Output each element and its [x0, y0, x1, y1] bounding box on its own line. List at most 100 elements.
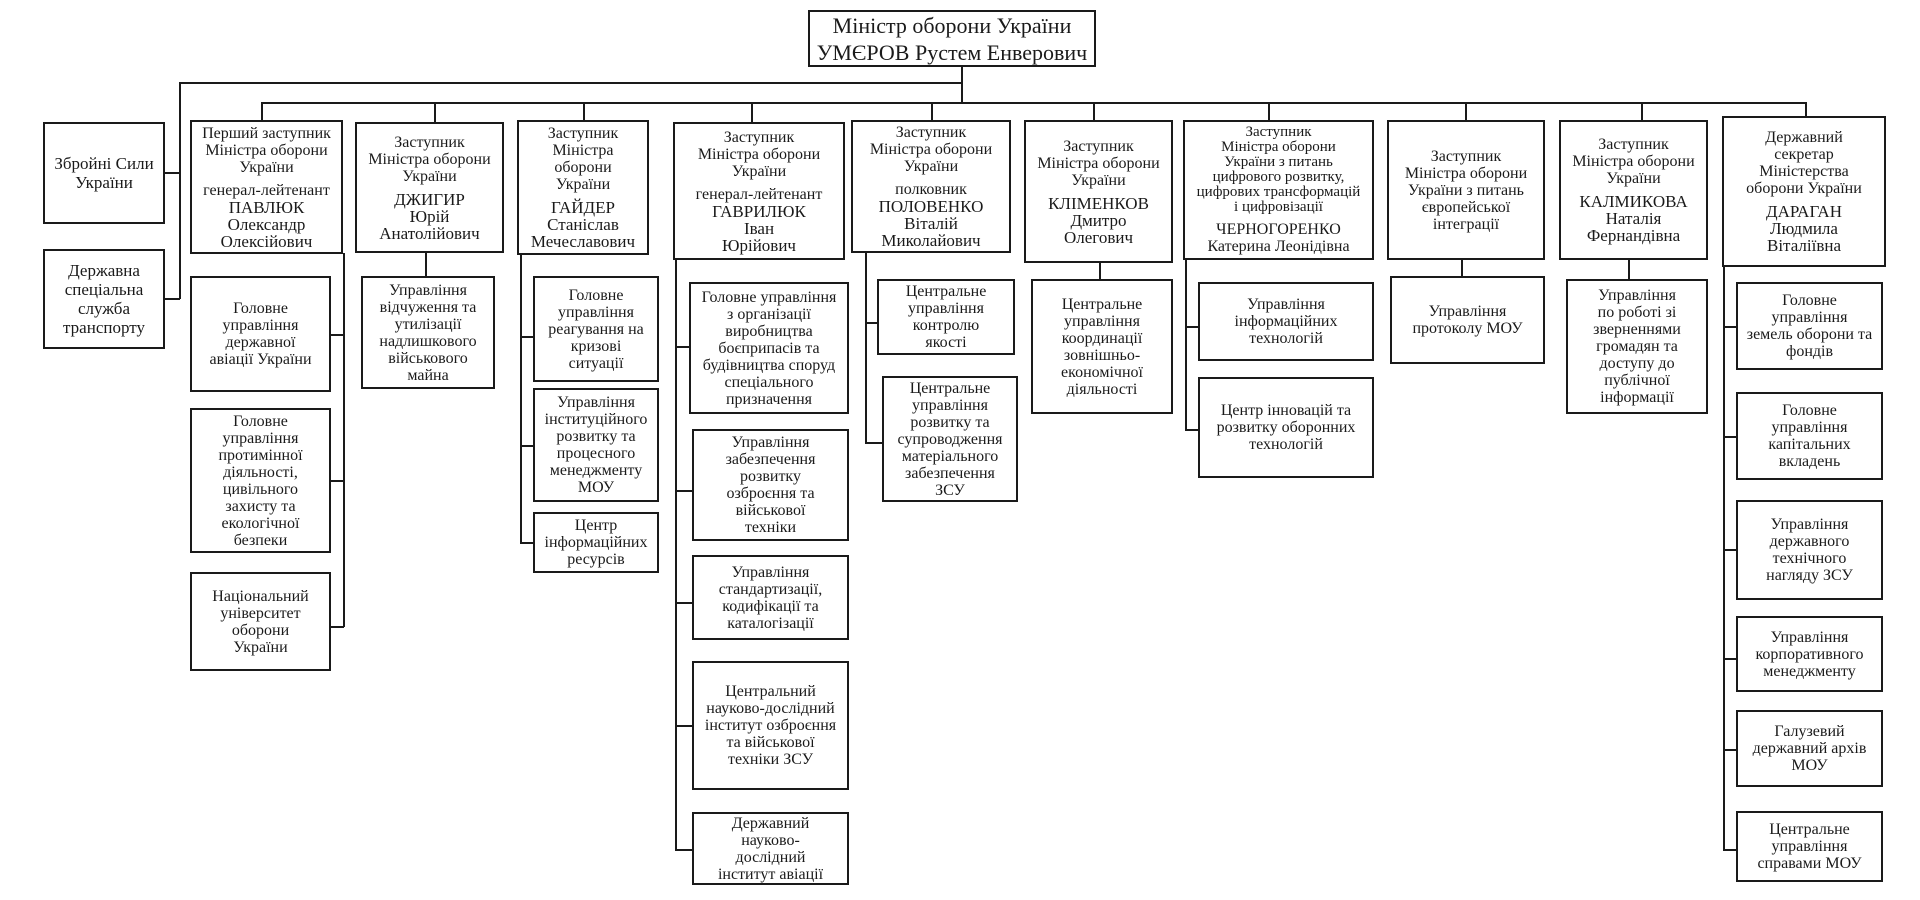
- deputy-box-pavliuk: Перший заступник Міністра оборони Україн…: [190, 120, 343, 254]
- unit-box: Головне управління реагування на кризові…: [533, 276, 659, 382]
- unit-label: Управління державного технічного нагляду…: [1766, 516, 1853, 584]
- deputy-rank: генерал-лейтенант: [203, 181, 330, 199]
- connector-drop: [434, 102, 436, 122]
- unit-box: Головне управління з організації виробни…: [689, 282, 849, 414]
- unit-label: Національний університет оборони України: [212, 587, 309, 656]
- deputy-box-polovenko: Заступник Міністра оборони України полко…: [851, 120, 1011, 253]
- unit-label: Центральне управління контролю якості: [905, 283, 987, 351]
- deputy-role: Заступник Міністра оборони України з пит…: [1404, 147, 1528, 233]
- unit-label: Головне управління земель оборони та фон…: [1746, 292, 1873, 360]
- unit-label: Головне управління з організації виробни…: [701, 288, 837, 408]
- unit-label: Управління відчуження та утилізації надл…: [379, 281, 477, 384]
- connector-drop: [261, 102, 263, 120]
- connector-branch: [675, 849, 692, 851]
- connector-bus-deputies: [261, 102, 1806, 104]
- connector-drop: [751, 102, 753, 122]
- connector-branch: [331, 626, 344, 628]
- deputy-box-dzhyhyr: Заступник Міністра оборони України ДЖИГИ…: [355, 122, 504, 253]
- deputy-rank: генерал-лейтенант: [695, 185, 823, 203]
- connector-branch: [331, 480, 344, 482]
- unit-box: Центр інформаційних ресурсів: [533, 512, 659, 573]
- unit-box: Управління відчуження та утилізації надл…: [361, 276, 495, 389]
- connector-drop: [1641, 102, 1643, 120]
- deputy-role: Заступник Міністра оборони України: [869, 124, 993, 175]
- connector-branch: [865, 322, 877, 324]
- connector-spine: [1723, 267, 1725, 850]
- unit-box: Головне управління земель оборони та фон…: [1736, 282, 1883, 370]
- connector-left-column: [179, 82, 181, 299]
- unit-box: Центр інновацій та розвитку оборонних те…: [1198, 377, 1374, 478]
- unit-box: Державний науково- дослідний інститут ав…: [692, 812, 849, 885]
- connector-spine: [520, 255, 522, 543]
- connector-spine: [343, 253, 345, 627]
- connector-branch: [1723, 749, 1736, 751]
- connector-branch: [1723, 326, 1736, 328]
- deputy-role: Перший заступник Міністра оборони Україн…: [202, 124, 331, 176]
- deputy-role: Заступник Міністра оборони України з пит…: [1196, 124, 1361, 215]
- connector-drop: [1093, 102, 1095, 120]
- unit-label: Центр інформаційних ресурсів: [544, 517, 648, 568]
- deputy-box-klimenkov: Заступник Міністра оборони України КЛІМЕ…: [1024, 120, 1173, 263]
- unit-label: Центральне управління розвитку та супров…: [897, 379, 1003, 499]
- unit-box: Головне управління протимінної діяльност…: [190, 408, 331, 553]
- unit-box: Центральний науково-дослідний інститут о…: [692, 661, 849, 790]
- connector-branch: [1723, 436, 1736, 438]
- unit-label: Збройні Сили України: [54, 154, 154, 192]
- armed-forces-box: Збройні Сили України: [43, 122, 165, 224]
- minister-name: УМЄРОВ Рустем Енверович: [816, 39, 1088, 65]
- connector-minister-down: [961, 66, 963, 104]
- deputy-name: ПАВЛЮК Олександр Олексійович: [220, 197, 313, 251]
- connector-branch: [1723, 549, 1736, 551]
- connector-spine: [1099, 263, 1101, 279]
- deputy-role: Державний секретар Міністерства оборони …: [1746, 129, 1862, 197]
- connector-spine: [675, 260, 677, 850]
- unit-label: Центральне управління справами МОУ: [1757, 821, 1862, 872]
- unit-box: Управління протоколу МОУ: [1390, 276, 1545, 364]
- unit-label: Головне управління капітальних вкладень: [1768, 402, 1851, 470]
- unit-box: Управління забезпечення розвитку озброєн…: [692, 429, 849, 541]
- unit-label: Управління по роботі зі зверненнями гром…: [1593, 287, 1681, 406]
- connector-branch: [675, 602, 692, 604]
- unit-box: Головне управління капітальних вкладень: [1736, 392, 1883, 480]
- deputy-name: КАЛМИКОВА Наталія Фернандівна: [1579, 192, 1688, 245]
- unit-box: Управління стандартизації, кодифікації т…: [692, 555, 849, 640]
- connector-branch: [520, 336, 533, 338]
- unit-box: Галузевий державний архів МОУ: [1736, 710, 1883, 787]
- unit-label: Управління забезпечення розвитку озброєн…: [725, 434, 816, 536]
- minister-box: Міністр оборони України УМЄРОВ Рустем Ен…: [808, 10, 1096, 67]
- connector-drop: [583, 102, 585, 120]
- unit-box: Управління інституційного розвитку та пр…: [533, 388, 659, 502]
- connector-branch: [1185, 429, 1198, 431]
- unit-box: Управління по роботі зі зверненнями гром…: [1566, 279, 1708, 414]
- connector-branch: [865, 442, 882, 444]
- unit-label: Державний науково- дослідний інститут ав…: [717, 814, 824, 883]
- deputy-role: Заступник Міністра оборони України: [697, 128, 821, 180]
- connector-branch: [331, 334, 344, 336]
- connector-branch: [675, 490, 692, 492]
- unit-box: Центральне управління контролю якості: [877, 279, 1015, 355]
- unit-label: Центральний науково-дослідний інститут о…: [704, 683, 837, 768]
- connector-branch: [675, 725, 692, 727]
- connector-bus-top: [179, 82, 963, 84]
- connector-spine: [1628, 260, 1630, 279]
- deputy-rank: полковник: [895, 181, 967, 198]
- unit-label: Головне управління реагування на кризові…: [548, 286, 644, 372]
- deputy-box-kalmykova: Заступник Міністра оборони України КАЛМИ…: [1559, 120, 1708, 260]
- unit-box: Центральне управління справами МОУ: [1736, 811, 1883, 882]
- unit-box: Національний університет оборони України: [190, 572, 331, 671]
- connector-zsu: [165, 172, 180, 174]
- unit-box: Центральне управління координації зовніш…: [1031, 279, 1173, 414]
- unit-label: Галузевий державний архів МОУ: [1752, 723, 1867, 774]
- unit-label: Управління протоколу МОУ: [1412, 303, 1523, 337]
- connector-branch: [1723, 849, 1736, 851]
- connector-branch: [1185, 326, 1198, 328]
- deputy-role: Заступник Міністра оборони України: [368, 133, 491, 185]
- connector-branch: [520, 445, 533, 447]
- unit-box: Центральне управління розвитку та супров…: [882, 376, 1018, 502]
- connector-spine: [1185, 260, 1187, 430]
- deputy-name: КЛІМЕНКОВ Дмитро Олегович: [1048, 193, 1149, 247]
- unit-label: Управління стандартизації, кодифікації т…: [718, 563, 823, 632]
- deputy-role: Заступник Міністра оборони України: [1037, 137, 1160, 189]
- unit-box: Головне управління державної авіації Укр…: [190, 276, 331, 392]
- unit-label: Центральне управління координації зовніш…: [1061, 295, 1143, 398]
